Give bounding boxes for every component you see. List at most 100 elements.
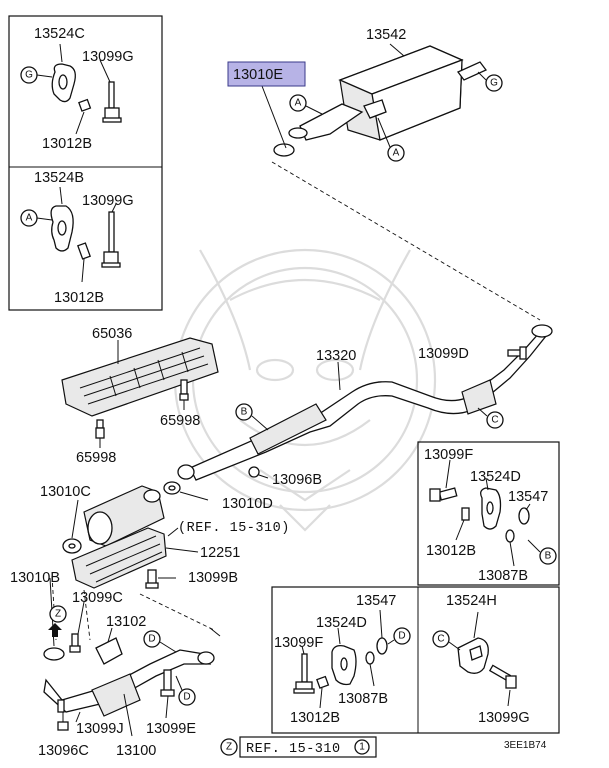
label-13010e[interactable]: 13010E bbox=[233, 67, 283, 83]
label-13010d[interactable]: 13010D bbox=[222, 496, 273, 512]
ref-z-circle bbox=[220, 738, 238, 756]
marker-b-circle-pipe bbox=[235, 403, 253, 421]
label-13542[interactable]: 13542 bbox=[366, 27, 406, 43]
label-13100[interactable]: 13100 bbox=[116, 743, 156, 759]
center-pipe-13320[interactable] bbox=[177, 324, 553, 481]
marker-b-box: B bbox=[545, 551, 552, 562]
label-13099j[interactable]: 13099J bbox=[76, 721, 124, 737]
marker-c-pipe: C bbox=[491, 415, 498, 426]
label-12251[interactable]: 12251 bbox=[200, 545, 240, 561]
hanger-13524h[interactable] bbox=[457, 637, 489, 674]
heat-shield-65036[interactable] bbox=[61, 337, 219, 417]
bolt-13099g-top[interactable] bbox=[102, 81, 122, 123]
marker-d-front2: D bbox=[183, 692, 190, 703]
hanger-13524b[interactable] bbox=[50, 205, 74, 252]
label-13087b-a[interactable]: 13087B bbox=[478, 568, 528, 584]
front-pipe-13100[interactable] bbox=[43, 637, 215, 717]
ref-box bbox=[239, 736, 377, 758]
ref-15-310-label[interactable]: (REF. 15-310) bbox=[178, 521, 290, 536]
label-65998-a[interactable]: 65998 bbox=[160, 413, 200, 429]
diagram-code: 3EE1B74 bbox=[504, 740, 547, 751]
label-13524c[interactable]: 13524C bbox=[34, 26, 85, 42]
bolt-13099e[interactable] bbox=[160, 669, 175, 697]
marker-c-circle-box bbox=[432, 630, 450, 648]
marker-a-circle-muffler2 bbox=[387, 144, 405, 162]
label-13012b-r[interactable]: 13012B bbox=[426, 543, 476, 559]
marker-z-circle bbox=[49, 605, 67, 623]
label-13012b-b[interactable]: 13012B bbox=[290, 710, 340, 726]
bottom-reference[interactable]: Z REF. 15-310 1 bbox=[220, 736, 377, 758]
label-65036[interactable]: 65036 bbox=[92, 326, 132, 342]
label-13099f-a[interactable]: 13099F bbox=[424, 447, 473, 463]
gasket-13010c[interactable] bbox=[62, 538, 82, 554]
label-13547-a[interactable]: 13547 bbox=[508, 489, 548, 505]
label-13099g-top[interactable]: 13099G bbox=[82, 49, 134, 65]
marker-b-pipe: B bbox=[241, 407, 248, 418]
label-13099e[interactable]: 13099E bbox=[146, 721, 196, 737]
ref-15-310-bottom[interactable]: REF. 15-310 bbox=[246, 742, 341, 757]
label-65998-b[interactable]: 65998 bbox=[76, 450, 116, 466]
detail-box-hangers bbox=[8, 15, 163, 311]
hanger-13524d-a[interactable] bbox=[480, 487, 502, 530]
bolt-65998-a[interactable] bbox=[179, 379, 189, 401]
bolt-13099f-a[interactable] bbox=[429, 487, 458, 502]
marker-g-circle-muffler bbox=[485, 74, 503, 92]
label-13099c[interactable]: 13099C bbox=[72, 590, 123, 606]
marker-g: G bbox=[25, 70, 33, 81]
pin-13012b-mid[interactable] bbox=[77, 242, 91, 260]
marker-d-circle-front2 bbox=[178, 688, 196, 706]
label-13096c[interactable]: 13096C bbox=[38, 743, 89, 759]
marker-c-box: C bbox=[437, 634, 444, 645]
label-13524d-a[interactable]: 13524D bbox=[470, 469, 521, 485]
heat-shield-12251[interactable] bbox=[71, 527, 167, 589]
label-13010c[interactable]: 13010C bbox=[40, 484, 91, 500]
hanger-13524d-b[interactable] bbox=[331, 644, 357, 686]
catalytic-converter[interactable] bbox=[83, 485, 165, 547]
muffler-13542[interactable] bbox=[273, 45, 488, 157]
ref-num-circle bbox=[354, 739, 370, 755]
label-13524d-b[interactable]: 13524D bbox=[316, 615, 367, 631]
nut-13087b-a[interactable] bbox=[505, 529, 515, 543]
label-13524h[interactable]: 13524H bbox=[446, 593, 497, 609]
ref-num: 1 bbox=[359, 742, 365, 753]
bolt-13099b[interactable] bbox=[145, 569, 159, 589]
detail-box-hanger-d bbox=[271, 586, 560, 734]
nut-13096c[interactable] bbox=[57, 721, 69, 731]
bolt-13099g-r[interactable] bbox=[488, 664, 517, 689]
marker-a-muffler2: A bbox=[393, 148, 400, 159]
label-13320[interactable]: 13320 bbox=[316, 348, 356, 364]
pin-13012b-b[interactable] bbox=[316, 675, 330, 689]
bolt-13099j[interactable] bbox=[57, 699, 65, 713]
label-13547-b[interactable]: 13547 bbox=[356, 593, 396, 609]
washer-13547-b[interactable] bbox=[376, 637, 388, 655]
washer-13547-a[interactable] bbox=[518, 507, 530, 525]
marker-a-muffler1: A bbox=[295, 98, 302, 109]
bolt-13099d[interactable] bbox=[507, 346, 527, 360]
gasket-13010d[interactable] bbox=[163, 481, 181, 495]
bolt-13099g-mid[interactable] bbox=[101, 211, 121, 268]
bolt-13099f-b[interactable] bbox=[293, 653, 315, 694]
nut-13087b-b[interactable] bbox=[365, 651, 375, 665]
pin-13012b-r[interactable] bbox=[461, 507, 470, 521]
marker-d-front1: D bbox=[148, 634, 155, 645]
hanger-13524c[interactable] bbox=[51, 63, 76, 103]
label-13012b-mid[interactable]: 13012B bbox=[54, 290, 104, 306]
pin-13012b-top[interactable] bbox=[78, 98, 92, 112]
label-13524b[interactable]: 13524B bbox=[34, 170, 84, 186]
label-13087b-b[interactable]: 13087B bbox=[338, 691, 388, 707]
marker-d-box: D bbox=[398, 631, 405, 642]
label-13102[interactable]: 13102 bbox=[106, 614, 146, 630]
nut-13096b[interactable] bbox=[248, 466, 260, 478]
label-13099d[interactable]: 13099D bbox=[418, 346, 469, 362]
label-13012b-top[interactable]: 13012B bbox=[42, 136, 92, 152]
bolt-65998-b[interactable] bbox=[95, 419, 105, 439]
label-13010b[interactable]: 13010B bbox=[10, 570, 60, 586]
label-13099b[interactable]: 13099B bbox=[188, 570, 238, 586]
highlight-box bbox=[227, 61, 306, 87]
label-13099f-b[interactable]: 13099F bbox=[274, 635, 323, 651]
label-13099g-mid[interactable]: 13099G bbox=[82, 193, 134, 209]
bolt-13099c[interactable] bbox=[69, 633, 81, 653]
label-13099g-r[interactable]: 13099G bbox=[478, 710, 530, 726]
label-13096b[interactable]: 13096B bbox=[272, 472, 322, 488]
arrow-up-icon bbox=[48, 623, 62, 637]
